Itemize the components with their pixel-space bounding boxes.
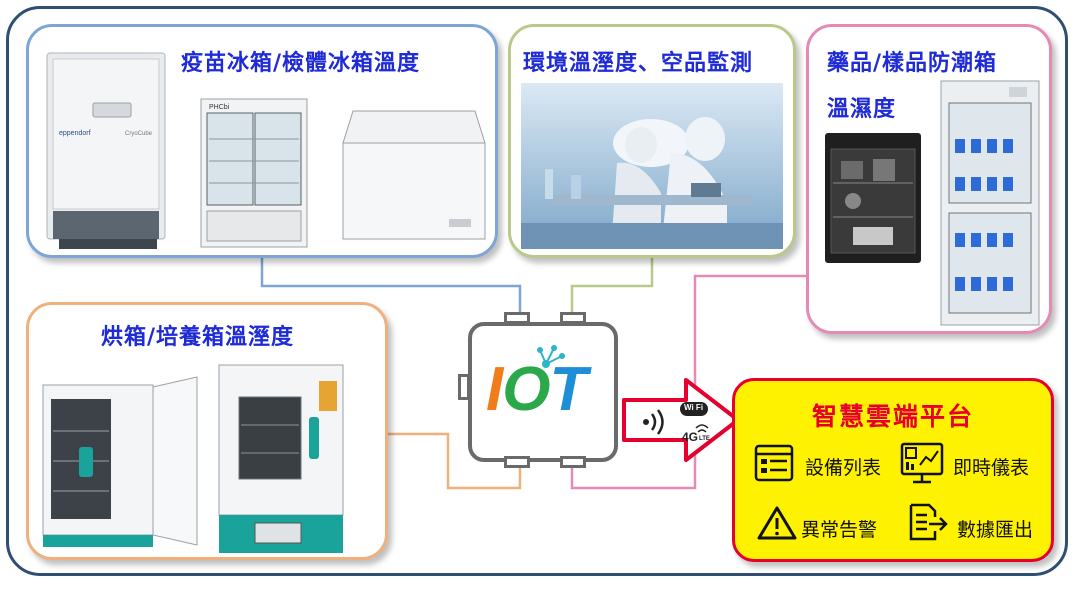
connector-vaccine xyxy=(260,258,522,322)
device-port-left xyxy=(458,374,470,400)
connector-pharma xyxy=(570,274,808,490)
platform-feature-dashboard: 即時儀表 xyxy=(953,457,1030,479)
svg-text:PHCbi: PHCbi xyxy=(209,104,230,111)
oven-incubator-panel: 烘箱/培養箱溫溼度 xyxy=(26,302,388,560)
pharma-panel-title-line1: 藥品/樣品防潮箱 xyxy=(827,51,998,76)
open-door-oven-image xyxy=(42,376,198,547)
upload-arrow xyxy=(622,378,740,462)
outer-frame xyxy=(6,6,1068,576)
dashboard-icon xyxy=(900,442,944,484)
connector-environment xyxy=(570,258,654,322)
warning-icon xyxy=(757,506,797,540)
device-list-icon xyxy=(754,444,794,482)
oven-panel-title: 烘箱/培養箱溫溼度 xyxy=(101,325,295,350)
pharma-panel-title-line2: 溫濕度 xyxy=(827,97,897,122)
cellular-4g-label: 4G xyxy=(682,430,699,444)
environment-panel-title: 環境溫溼度、空品監測 xyxy=(523,51,754,76)
iot-letter-i: I xyxy=(486,355,503,424)
iot-node-icon xyxy=(537,345,565,368)
platform-title: 智慧雲端平台 xyxy=(811,402,974,431)
dry-cabinet-tall-image xyxy=(940,80,1040,326)
environment-panel: 環境溫溼度、空品監測 xyxy=(508,24,796,258)
pharma-cabinet-panel: 藥品/樣品防潮箱 溫濕度 xyxy=(806,24,1052,334)
iot-letter-t: T xyxy=(549,355,587,424)
cellular-signal-icon xyxy=(695,424,709,433)
platform-feature-export: 數據匯出 xyxy=(957,519,1034,541)
device-port-bottom-left xyxy=(504,456,530,468)
iot-logo: IOT xyxy=(486,354,587,425)
svg-text:CryoCube: CryoCube xyxy=(125,131,153,137)
platform-feature-alert: 異常告警 xyxy=(801,519,878,541)
chest-freezer-image xyxy=(342,110,486,240)
upright-freezer-image: eppendorf CryoCube xyxy=(46,52,166,249)
iot-gateway-device: IOT xyxy=(458,312,618,468)
device-port-top-right xyxy=(560,312,586,324)
dry-cabinet-small-image xyxy=(825,133,921,263)
svg-text:eppendorf: eppendorf xyxy=(59,130,91,137)
signal-waves-icon xyxy=(643,409,664,435)
device-port-bottom-right xyxy=(560,456,586,468)
vaccine-fridge-panel: 疫苗冰箱/檢體冰箱溫度 eppendorf CryoCube PHCbi xyxy=(26,24,498,258)
wifi-icon xyxy=(680,402,708,416)
lab-scientists-image xyxy=(521,83,783,249)
device-port-top-left xyxy=(504,312,530,324)
export-icon xyxy=(909,503,948,541)
iot-letter-o: O xyxy=(502,355,550,424)
wifi-label: Wi Fi xyxy=(684,403,704,412)
cloud-platform-panel: 智慧雲端平台 設備列表 即時儀表 異常告警 數據匯出 xyxy=(732,378,1054,562)
closed-incubator-image xyxy=(218,364,344,553)
glass-door-fridge-image: PHCbi xyxy=(200,98,308,248)
vaccine-panel-title: 疫苗冰箱/檢體冰箱溫度 xyxy=(181,51,421,76)
connector-oven xyxy=(388,432,522,490)
lte-label: LTE xyxy=(699,436,710,442)
platform-feature-device-list: 設備列表 xyxy=(805,457,882,479)
